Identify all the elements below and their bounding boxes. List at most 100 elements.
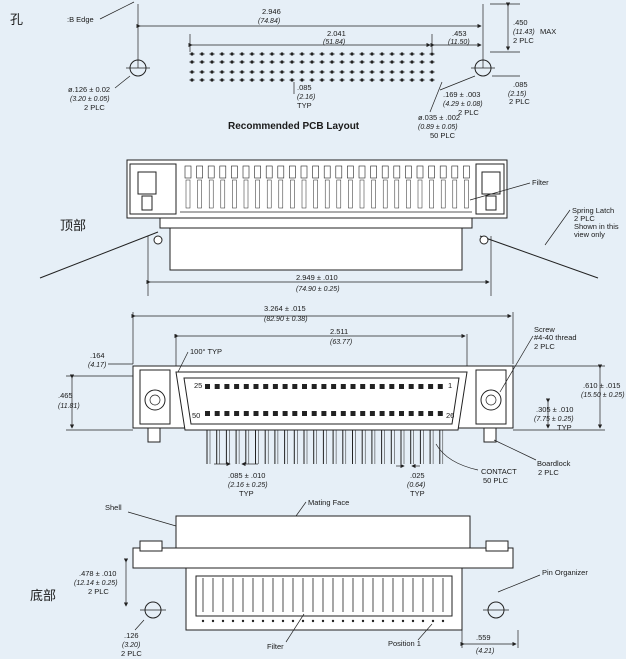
top-contact-upper — [416, 165, 424, 179]
socket-top-row — [437, 384, 443, 389]
top-contact-lower — [359, 179, 365, 209]
mating-face-label: Mating Face — [308, 498, 349, 507]
position-1-leader — [417, 623, 433, 641]
dim-100-leader — [177, 351, 189, 373]
top-contact-lower — [197, 179, 202, 209]
spring-latch-leader — [544, 209, 571, 246]
top-contact-lower — [301, 179, 307, 209]
socket-bottom-row — [428, 411, 434, 416]
dim-478-plc: 2 PLC — [88, 587, 109, 596]
dim-085b: .085 — [513, 80, 528, 89]
screw-thread: #4-40 thread — [534, 333, 577, 342]
b-edge-label: :B Edge — [67, 15, 94, 24]
dim-305-mm: (7.75 ± 0.25) — [534, 416, 574, 423]
socket-top-row — [253, 384, 259, 389]
contact-label: CONTACT — [481, 467, 517, 476]
side-pin-dot — [201, 619, 205, 623]
side-pin-dot — [341, 619, 345, 623]
pcb-layout-title: Recommended PCB Layout — [228, 121, 360, 132]
screw-right-inner — [485, 394, 497, 406]
pin-organizer-leader — [497, 574, 541, 593]
top-contact-lower — [313, 179, 318, 209]
dim-126-side: .126 — [124, 631, 139, 640]
dim-085b-plc: 2 PLC — [509, 97, 530, 106]
top-contact-lower — [266, 179, 272, 209]
socket-top-row — [379, 384, 385, 389]
filter-leader — [469, 182, 531, 201]
spring-latch-left — [39, 231, 159, 279]
filter-body — [195, 575, 453, 617]
top-contact-upper — [405, 165, 412, 179]
socket-bottom-row — [389, 411, 395, 416]
socket-top-row — [224, 384, 230, 389]
dim-450-plc: 2 PLC — [513, 36, 534, 45]
boardlock-plc: 2 PLC — [538, 468, 559, 477]
top-contact-upper — [219, 165, 227, 179]
top-body — [169, 227, 463, 271]
side-pin-dot — [431, 619, 435, 623]
dim-305-note: TYP — [557, 423, 572, 432]
top-contact-lower — [452, 179, 458, 209]
side-pin-dot — [311, 619, 315, 623]
socket-top-row — [350, 384, 356, 389]
top-contact-upper — [184, 165, 192, 179]
side-view: 底部 Shell Mating Face .478 ± .010 (12.14 … — [30, 498, 588, 658]
top-contact-upper — [451, 165, 459, 179]
side-pin-dot — [381, 619, 385, 623]
top-contact-lower — [382, 179, 388, 209]
top-contact-lower — [185, 179, 191, 209]
socket-top-row — [331, 384, 337, 389]
top-contact-upper — [265, 165, 273, 179]
side-filter-leader — [285, 613, 305, 643]
latch-pivot-left — [153, 235, 163, 245]
dim-559: .559 — [476, 633, 491, 642]
socket-bottom-row — [331, 411, 337, 416]
socket-bottom-row — [272, 411, 278, 416]
top-filter-label: Filter — [532, 178, 549, 187]
dim-2511: 2.511 — [330, 327, 348, 336]
top-contact-lower — [371, 179, 376, 209]
dim-465: .465 — [58, 391, 73, 400]
socket-top-row — [214, 384, 220, 389]
pin-organizer-label: Pin Organizer — [542, 568, 588, 577]
socket-bottom-row — [340, 411, 346, 416]
socket-top-row — [311, 384, 317, 389]
socket-bottom-row — [292, 411, 298, 416]
side-pin-dot — [291, 619, 295, 623]
dim-035: ø.035 ± .002 — [418, 113, 460, 122]
top-housing — [126, 159, 508, 219]
socket-bottom-row — [234, 411, 240, 416]
dim-085-mm: (2.16) — [297, 94, 315, 101]
dim-126-mm: (3.20 ± 0.05) — [70, 96, 110, 103]
top-contact-upper — [300, 165, 308, 179]
dim-450: .450 — [513, 18, 528, 27]
dim-2511-mm: (63.77) — [330, 339, 352, 346]
socket-top-row — [234, 384, 240, 389]
dim-169-mm: (4.29 ± 0.08) — [443, 101, 483, 108]
socket-bottom-row — [399, 411, 404, 416]
dim-085-tol-mm: (2.16 ± 0.25) — [228, 482, 268, 489]
top-latch-left — [137, 171, 157, 211]
top-flange — [159, 217, 473, 229]
d-sub-inner — [183, 377, 460, 425]
mating-face-leader — [295, 501, 307, 517]
side-pin-dot — [251, 619, 255, 623]
d-sub-trapezoid — [175, 371, 468, 431]
side-pin-dot — [411, 619, 415, 623]
dim-450-mm: (11.43) — [513, 29, 535, 36]
socket-bottom-row — [360, 411, 366, 416]
socket-top-row — [282, 384, 288, 389]
top-contact-lower — [336, 179, 342, 209]
boardlock-right — [483, 427, 497, 443]
top-contact-upper — [463, 165, 470, 179]
dim-453: .453 — [452, 29, 467, 38]
shell-leader — [127, 511, 177, 527]
socket-top-row — [243, 384, 249, 389]
dim-2041-mm: (51.84) — [323, 39, 345, 46]
socket-top-row — [340, 384, 346, 389]
screw-left-inner — [149, 394, 161, 406]
dim-2041: 2.041 — [327, 29, 346, 38]
b-edge-leader — [99, 1, 135, 20]
side-filter-label: Filter — [267, 642, 284, 651]
top-contact-upper — [347, 165, 354, 179]
